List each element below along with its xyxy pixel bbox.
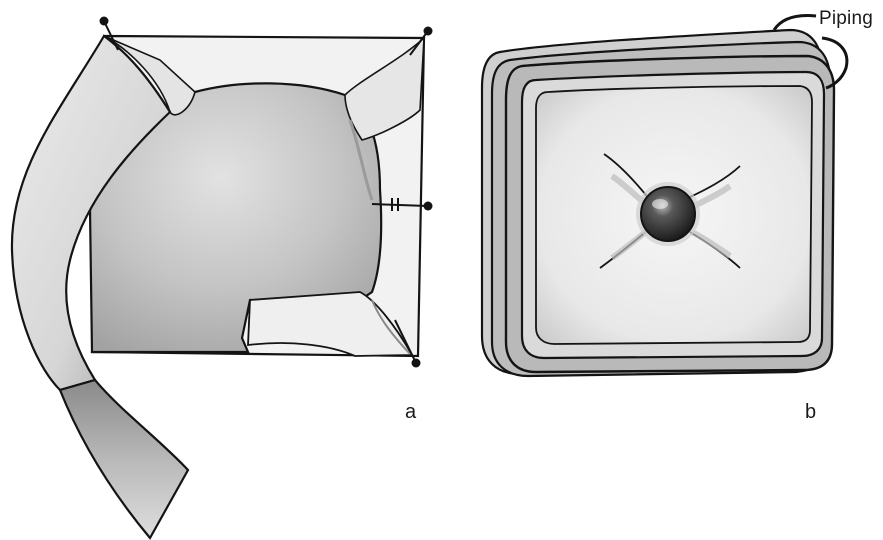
piping-callout-line [774, 16, 816, 30]
piping-callout-label: Piping [819, 9, 873, 28]
panel-b-drawing [482, 16, 847, 376]
panel-b-label: b [805, 402, 816, 422]
fabric-strip-tail [60, 380, 188, 538]
tufted-button [636, 182, 700, 246]
panel-a-label: a [405, 402, 416, 422]
panel-a-drawing [12, 17, 433, 539]
